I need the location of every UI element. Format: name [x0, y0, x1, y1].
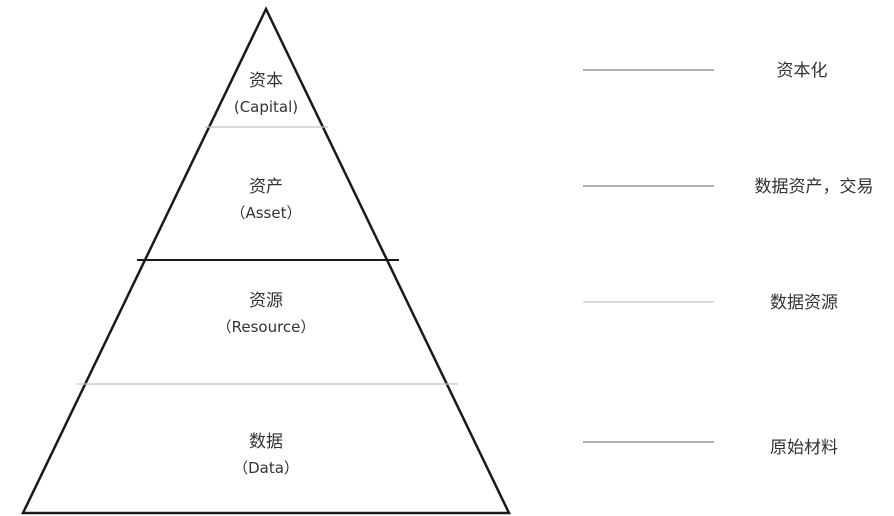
layer-capital-en: (Capital) [234, 98, 298, 116]
side-label-capital: 资本化 [777, 61, 828, 81]
layer-asset: 资产 （Asset） [230, 177, 301, 222]
layer-capital-name: 资本 [249, 71, 283, 91]
layer-data-name: 数据 [249, 432, 283, 452]
side-label-asset: 数据资产，交易 [755, 177, 874, 197]
layer-data: 数据 （Data） [233, 432, 299, 477]
side-label-data: 原始材料 [770, 438, 838, 458]
layer-resource-en: （Resource） [217, 318, 316, 336]
layer-resource: 资源 （Resource） [217, 291, 316, 336]
side-label-resource: 数据资源 [770, 293, 838, 313]
layer-asset-name: 资产 [249, 177, 283, 197]
layer-asset-en: （Asset） [230, 204, 301, 222]
layer-resource-name: 资源 [249, 291, 283, 311]
layer-data-en: （Data） [233, 459, 299, 477]
layer-capital: 资本 (Capital) [234, 71, 298, 116]
